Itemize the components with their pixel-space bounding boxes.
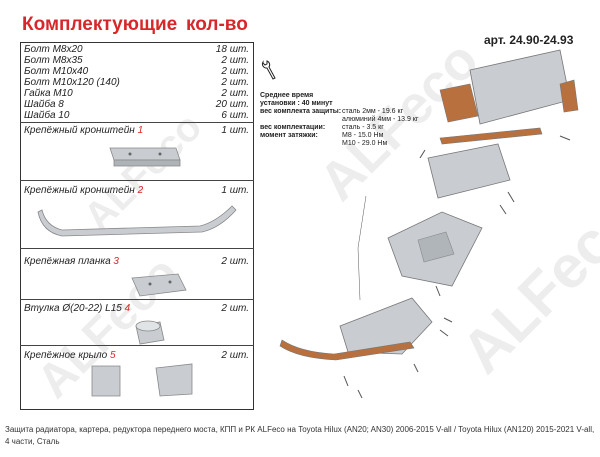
item-qty: 18 шт. [215, 44, 249, 55]
item-qty: 20 шт. [215, 99, 249, 110]
divider [20, 180, 254, 181]
item-qty: 6 шт. [221, 110, 249, 121]
assembly-crossbar [439, 127, 543, 145]
avg-time-label: Среднее время [260, 92, 314, 99]
instruction-sheet: ALFeco ALFeco ALFeco ALFeco Комплектующи… [5, 14, 600, 446]
bracket-2-drawing [37, 205, 237, 237]
weight-steel: сталь 2мм - 19.6 кг [342, 108, 404, 115]
list-item: Крепёжный кронштейн 2 1 шт. [24, 185, 249, 197]
item-number: 1 [137, 125, 144, 136]
list-item: Шайба 10 6 шт. [24, 110, 249, 121]
install-time: установки : 40 минут [260, 100, 333, 107]
item-name: Болт M8x35 [24, 55, 83, 66]
divider [20, 248, 254, 249]
wrench-icon [261, 60, 276, 80]
fasteners-weight: сталь - 3.5 кг [342, 124, 384, 131]
item-number: 2 [137, 185, 144, 196]
divider [20, 122, 254, 123]
list-item: Крепёжная планка 3 2 шт. [24, 256, 249, 268]
list-item: Болт M8x35 2 шт. [24, 55, 249, 66]
plate-3-drawing [131, 273, 187, 297]
list-item: Гайка M10 2 шт. [24, 88, 249, 99]
item-name: Шайба 8 [24, 99, 64, 110]
list-item: Шайба 8 20 шт. [24, 99, 249, 110]
components-title: Комплектующие [22, 14, 178, 35]
item-qty: 2 шт. [221, 88, 249, 99]
item-name: Болт M8x20 [24, 44, 83, 55]
sleeve-4-drawing [135, 320, 165, 345]
product-caption: Защита радиатора, картера, редуктора пер… [5, 425, 595, 446]
torque-label: момент затяжки: [260, 132, 318, 139]
item-number: 5 [110, 350, 116, 361]
item-name: Крепёжная планка [24, 256, 111, 267]
quantity-title: кол-во [186, 14, 248, 35]
item-name: Крепёжное крыло [24, 350, 108, 361]
divider [20, 299, 254, 300]
item-number: 4 [124, 303, 131, 314]
list-item: Втулка Ø(20-22) L15 4 2 шт. [24, 303, 249, 315]
wing-5-drawing [91, 363, 193, 397]
item-qty: 2 шт. [221, 77, 249, 88]
item-name: Крепёжный кронштейн [24, 185, 135, 196]
item-name: Шайба 10 [24, 110, 70, 121]
assembly-transfer-guard [339, 297, 433, 355]
item-qty: 2 шт. [221, 66, 249, 77]
item-qty: 2 шт. [221, 350, 249, 361]
item-number: 3 [113, 256, 119, 267]
item-qty: 2 шт. [221, 303, 249, 314]
item-name: Гайка M10 [24, 88, 73, 99]
assembly-gearbox-guard [387, 211, 483, 287]
item-qty: 1 шт. [221, 125, 249, 136]
assembly-radiator-guard [439, 49, 579, 125]
parts-drawing [37, 49, 579, 399]
specs-block: Среднее время установки : 40 минут вес к… [260, 92, 440, 148]
torque-m8: M8 - 15.0 Нм [342, 132, 384, 139]
list-item: Болт M10x120 (140) 2 шт. [24, 77, 249, 88]
item-name: Болт M10x120 (140) [24, 77, 120, 88]
assembly-engine-guard [427, 143, 511, 199]
article-number: арт. 24.90-24.93 [484, 33, 574, 47]
list-item: Болт M10x40 2 шт. [24, 66, 249, 77]
item-name: Втулка Ø(20-22) L15 [24, 303, 122, 314]
leader-lines [357, 195, 367, 301]
item-name: Болт M10x40 [24, 66, 89, 77]
weight-label: вес комплекта защиты: [260, 108, 342, 115]
bracket-1-drawing [109, 147, 181, 167]
components-table [20, 42, 254, 410]
assembly-bottom-bracket [279, 339, 415, 361]
item-qty: 2 шт. [221, 256, 249, 267]
list-item: Крепёжный кронштейн 1 1 шт. [24, 125, 249, 137]
item-name: Крепёжный кронштейн [24, 125, 135, 136]
torque-m10: M10 - 29.0 Нм [342, 140, 388, 147]
divider [20, 345, 254, 346]
list-item: Болт M8x20 18 шт. [24, 44, 249, 55]
item-qty: 2 шт. [221, 55, 249, 66]
weight-alu: алюминий 4мм - 13.9 кг [342, 116, 419, 123]
fasteners-label: вес комплектации: [260, 124, 326, 131]
item-qty: 1 шт. [221, 185, 249, 196]
list-item: Крепёжное крыло 5 2 шт. [24, 350, 249, 362]
assembly-bolts [343, 135, 571, 399]
